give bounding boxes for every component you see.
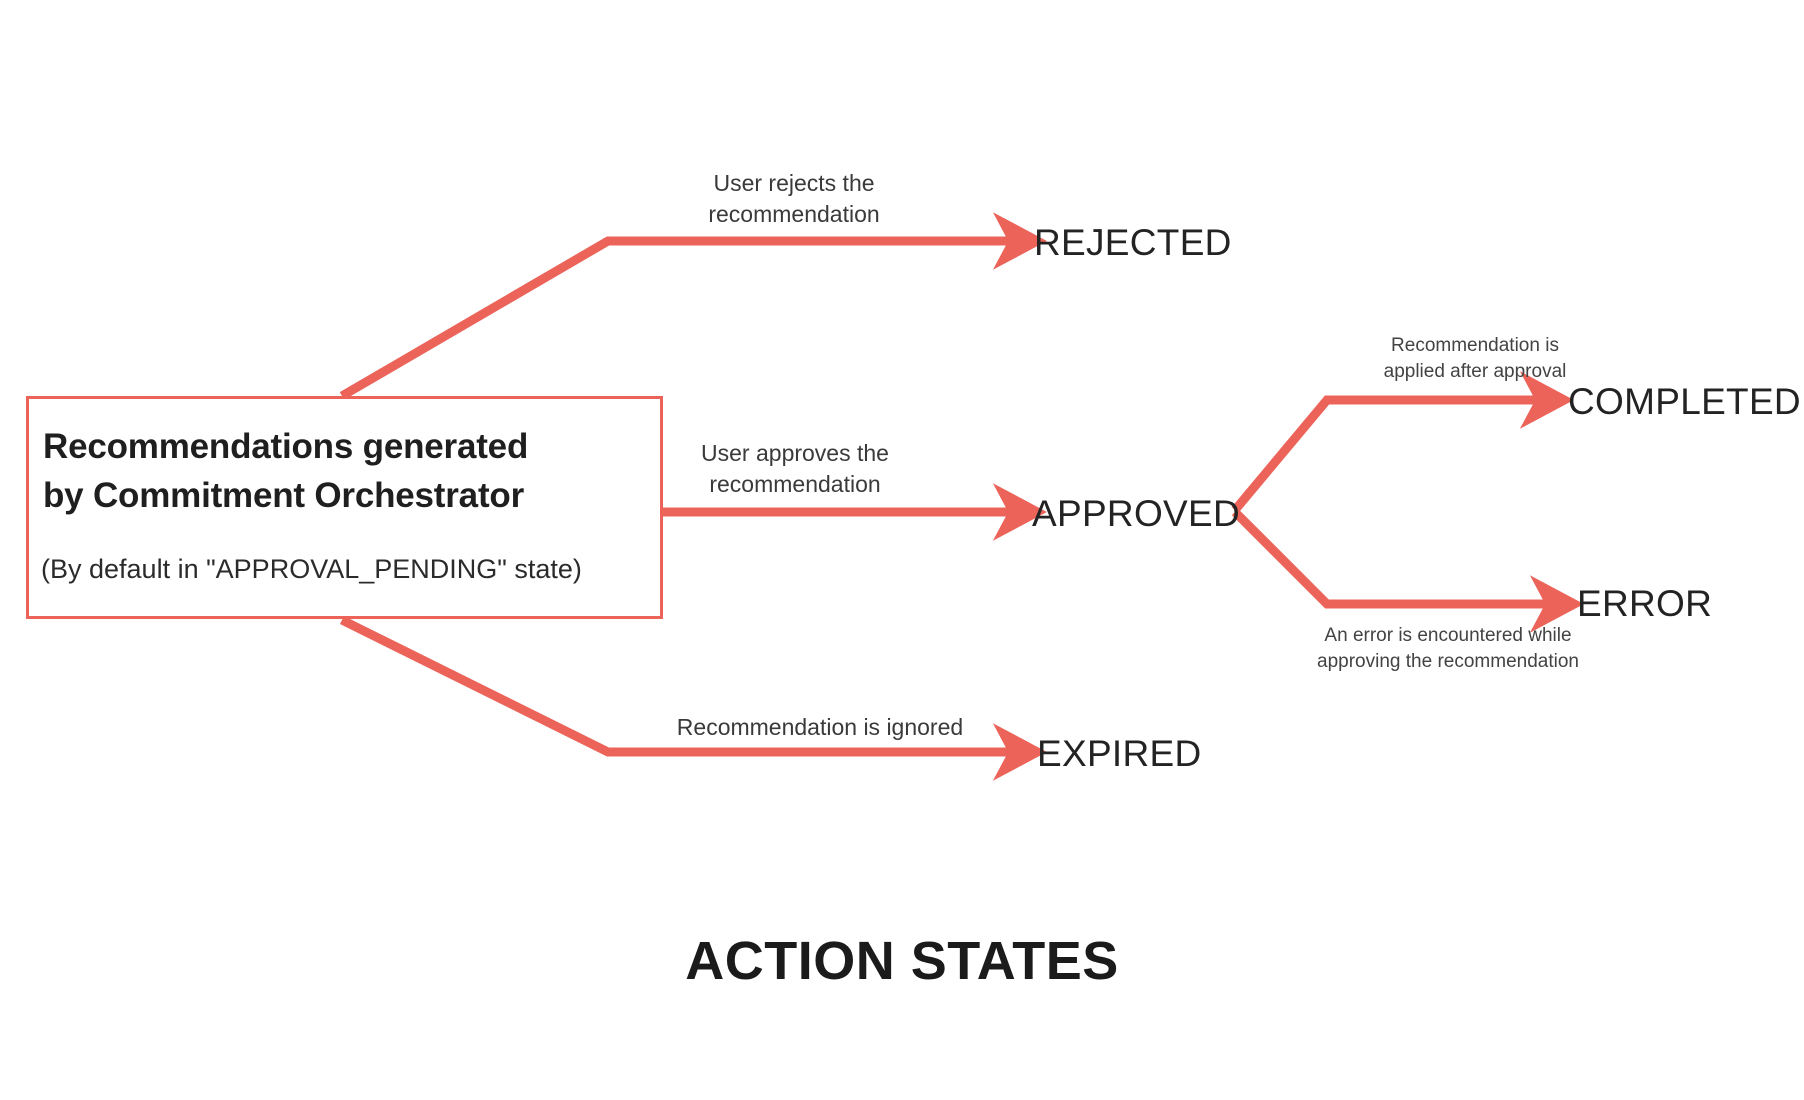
caption-to-rejected-line1: User rejects the xyxy=(713,170,875,196)
diagram-title: ACTION STATES xyxy=(685,931,1119,991)
edge-to-rejected xyxy=(339,212,1047,400)
state-node-error: ERROR xyxy=(1577,583,1713,624)
caption-to-error: An error is encountered while approving … xyxy=(1280,623,1616,675)
state-node-completed: COMPLETED xyxy=(1568,381,1801,422)
caption-to-error-line2: approving the recommendation xyxy=(1317,651,1579,673)
caption-to-rejected: User rejects the recommendation xyxy=(604,168,984,229)
source-node-title: Recommendations generated by Commitment … xyxy=(43,422,653,520)
source-node-subtitle: (By default in "APPROVAL_PENDING" state) xyxy=(41,554,582,584)
state-node-expired: EXPIRED xyxy=(1037,733,1202,774)
caption-to-completed-line1: Recommendation is xyxy=(1391,335,1559,356)
source-node-title-line2: by Commitment Orchestrator xyxy=(43,476,525,515)
caption-to-approved-line2: recommendation xyxy=(709,470,881,497)
caption-to-expired: Recommendation is ignored xyxy=(620,712,1020,743)
caption-to-approved: User approves the recommendation xyxy=(620,438,970,499)
edge-to-error xyxy=(1231,508,1584,633)
source-node-title-line1: Recommendations generated xyxy=(43,427,529,466)
caption-to-completed-line2: applied after approval xyxy=(1383,361,1567,383)
state-node-approved: APPROVED xyxy=(1032,493,1241,534)
caption-to-expired-line1: Recommendation is ignored xyxy=(676,714,964,740)
source-node-box: Recommendations generated by Commitment … xyxy=(26,396,663,619)
caption-to-completed: Recommendation is applied after approval xyxy=(1315,333,1635,385)
edge-to-completed xyxy=(1231,371,1574,513)
state-node-rejected: REJECTED xyxy=(1034,222,1232,263)
caption-to-rejected-line2: recommendation xyxy=(708,200,880,227)
caption-to-approved-line1: User approves the xyxy=(701,440,889,466)
caption-to-error-line1: An error is encountered while xyxy=(1324,625,1572,646)
